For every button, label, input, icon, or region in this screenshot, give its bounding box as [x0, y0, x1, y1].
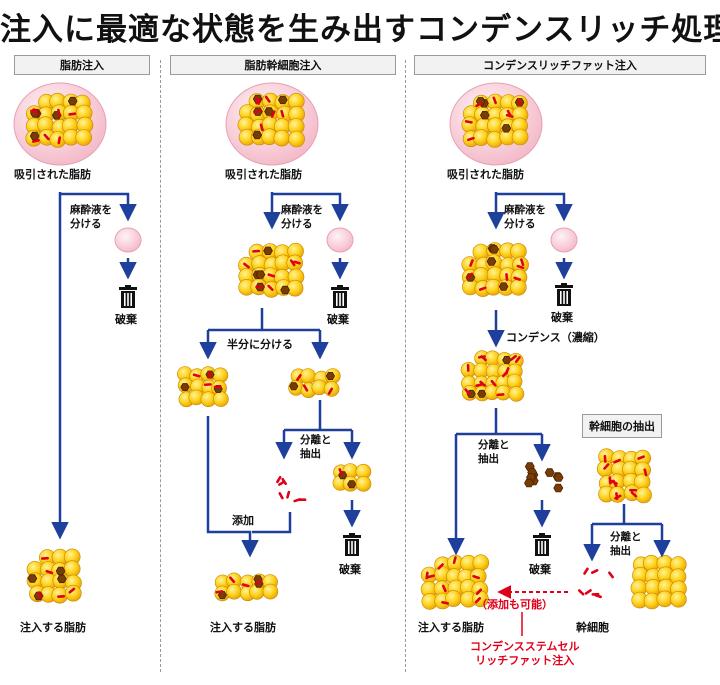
- fat-cluster-icon: [449, 82, 543, 166]
- anesthetic-liquid-icon: [114, 227, 142, 253]
- label-discard: 破棄: [115, 313, 137, 326]
- label-injected-fat: 注入する脂肪: [210, 621, 276, 634]
- trash-icon: [555, 283, 573, 306]
- trash-icon: [331, 285, 349, 308]
- label-anesthetic-split: 麻酔液を 分ける: [281, 204, 323, 230]
- column-header-condense-rich-injection: コンデンスリッチファット注入: [414, 55, 706, 75]
- label-suctioned-fat: 吸引された脂肪: [14, 168, 91, 181]
- label-injected-fat: 注入する脂肪: [20, 621, 86, 634]
- stem-cells-icon: [577, 567, 614, 599]
- column-separator: [405, 60, 406, 672]
- label-condense-stem-cell-rich: コンデンスステムセル リッチファット注入: [470, 640, 580, 667]
- stem-cells-icon: [276, 475, 307, 503]
- fat-clusters: [13, 82, 687, 610]
- fat-cluster-icon: [288, 368, 341, 399]
- trash-icon: [343, 533, 361, 556]
- flow-arrows: [51, 192, 671, 636]
- label-separate-extract: 分離と 抽出: [300, 434, 332, 460]
- fat-cluster-icon: [225, 82, 319, 166]
- label-add: 添加: [232, 514, 254, 527]
- anesthetic-liquid-icon: [326, 227, 354, 253]
- fat-cluster-icon: [177, 366, 229, 408]
- anesthetic-liquid-icon: [550, 227, 578, 253]
- label-suctioned-fat: 吸引された脂肪: [225, 168, 302, 181]
- fat-cluster-icon: [461, 242, 529, 297]
- stromal-cells-icon: [524, 462, 564, 493]
- main-title: 注入に最適な状態を生み出すコンデンスリッチ処理: [0, 12, 720, 48]
- label-anesthetic-split: 麻酔液を 分ける: [70, 204, 112, 230]
- fat-cluster-icon: [13, 82, 107, 166]
- fat-cluster-icon: [596, 448, 652, 504]
- trash-icon: [533, 533, 551, 556]
- column-header-stem-cell-injection: 脂肪幹細胞注入: [170, 55, 396, 75]
- fat-cluster-icon: [214, 572, 279, 602]
- fat-cluster-icon: [26, 548, 82, 604]
- fat-cluster-icon: [332, 463, 372, 492]
- label-also-addable: （添加も可能）: [476, 598, 553, 611]
- label-separate-extract: 分離と 抽出: [478, 439, 510, 465]
- label-condense: コンデンス（濃縮）: [506, 331, 605, 344]
- trash-icon: [119, 285, 137, 308]
- label-suctioned-fat: 吸引された脂肪: [447, 168, 524, 181]
- column-separator: [160, 60, 161, 672]
- fat-cluster-icon: [630, 554, 687, 610]
- fat-cluster-icon: [420, 554, 490, 610]
- label-discard: 破棄: [551, 311, 573, 324]
- label-discard: 破棄: [529, 563, 551, 576]
- label-half-split: 半分に分ける: [227, 338, 293, 351]
- label-injected-fat: 注入する脂肪: [418, 621, 484, 634]
- fat-cluster-icon: [460, 350, 525, 402]
- label-anesthetic-split: 麻酔液を 分ける: [504, 204, 546, 230]
- column-header-fat-injection: 脂肪注入: [14, 55, 150, 75]
- label-discard: 破棄: [339, 563, 361, 576]
- label-separate-extract: 分離と 抽出: [610, 531, 642, 557]
- label-stem-cells: 幹細胞: [576, 621, 609, 634]
- fat-cluster-icon: [238, 242, 305, 298]
- label-discard: 破棄: [327, 313, 349, 326]
- label-stem-cell-extraction: 幹細胞の抽出: [582, 414, 662, 438]
